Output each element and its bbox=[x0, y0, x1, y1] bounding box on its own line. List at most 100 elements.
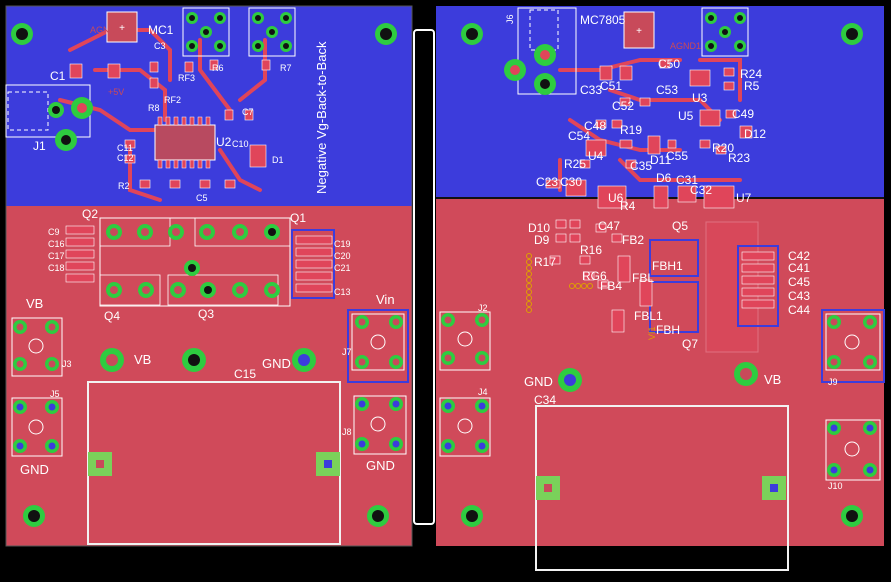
label-c16: C16 bbox=[48, 239, 65, 249]
label-q2: Q2 bbox=[82, 207, 99, 221]
label-fbh1: FBH1 bbox=[652, 259, 683, 273]
label-u2: U2 bbox=[216, 135, 232, 149]
label-c9: C9 bbox=[48, 227, 60, 237]
left-board-outline bbox=[5, 5, 413, 547]
label-plus5v: +5V bbox=[108, 87, 125, 97]
label-q7: Q7 bbox=[682, 337, 699, 351]
label-fb2: FB2 bbox=[622, 233, 645, 247]
mount-hole-left-tr bbox=[375, 23, 397, 45]
label-c47: C47 bbox=[598, 219, 621, 233]
label-c3: C3 bbox=[154, 41, 166, 51]
label-c11: C11 bbox=[117, 143, 133, 153]
label-fbh: FBH bbox=[656, 323, 680, 337]
label-c45: C45 bbox=[788, 275, 811, 289]
mc7805-pad[interactable] bbox=[623, 11, 655, 49]
left-smd-parts bbox=[69, 59, 271, 189]
connector-j4[interactable] bbox=[439, 397, 491, 457]
label-j4: J4 bbox=[478, 387, 488, 397]
label-j8: J8 bbox=[342, 427, 352, 437]
label-j7: J7 bbox=[342, 347, 352, 357]
svg-text:+: + bbox=[636, 26, 642, 37]
left-board[interactable]: + bbox=[5, 5, 413, 547]
right-board[interactable]: + bbox=[436, 6, 885, 571]
label-d12: D12 bbox=[744, 127, 767, 141]
inductor-outline[interactable] bbox=[705, 221, 759, 353]
connector-j7[interactable] bbox=[347, 309, 409, 383]
connector-j10[interactable] bbox=[825, 419, 881, 481]
label-r17: R17 bbox=[534, 255, 557, 269]
cap-array-right[interactable] bbox=[295, 235, 333, 293]
label-agnd1: AGND1 bbox=[670, 41, 702, 51]
ferrite-beads[interactable] bbox=[611, 255, 653, 333]
label-c33: C33 bbox=[580, 83, 603, 97]
connector-j3[interactable] bbox=[11, 317, 63, 377]
label-c19: C19 bbox=[334, 239, 351, 249]
connector-top-1[interactable] bbox=[182, 7, 230, 57]
netlabel-vin: Vin bbox=[376, 292, 395, 307]
connector-top-right[interactable] bbox=[701, 7, 749, 57]
testpoint-vb-left[interactable] bbox=[100, 348, 124, 372]
label-j2: J2 bbox=[478, 303, 488, 313]
label-c15: C15 bbox=[234, 367, 257, 381]
label-c54: C54 bbox=[568, 129, 591, 143]
label-u7: U7 bbox=[736, 191, 752, 205]
jack-j1[interactable] bbox=[5, 84, 93, 151]
mc1-pad[interactable] bbox=[106, 11, 138, 43]
jack-j6[interactable] bbox=[504, 7, 577, 95]
svg-text:+: + bbox=[119, 23, 125, 34]
label-u5: U5 bbox=[678, 109, 694, 123]
label-r7: R7 bbox=[280, 63, 292, 73]
label-fbl: FBL bbox=[632, 271, 655, 285]
label-c13: C13 bbox=[334, 287, 351, 297]
label-d9: D9 bbox=[534, 233, 550, 247]
mount-hole-right-tr bbox=[841, 23, 863, 45]
label-c7: C7 bbox=[242, 107, 254, 117]
label-c23: C23 bbox=[536, 175, 559, 189]
label-c30: C30 bbox=[560, 175, 583, 189]
label-mc7805: MC7805 bbox=[580, 13, 626, 27]
label-d6: D6 bbox=[656, 171, 672, 185]
label-j10: J10 bbox=[828, 481, 843, 491]
cap-array-left[interactable] bbox=[65, 225, 95, 283]
connector-j2[interactable] bbox=[439, 311, 491, 371]
connector-top-2[interactable] bbox=[248, 7, 296, 57]
label-fbl1: FBL1 bbox=[634, 309, 663, 323]
testpoint-gnd-center[interactable] bbox=[182, 348, 206, 372]
mount-hole-left-tl bbox=[11, 23, 33, 45]
label-c10: C10 bbox=[232, 139, 249, 149]
right-cap-array[interactable] bbox=[741, 251, 775, 309]
label-r20: R20 bbox=[712, 141, 735, 155]
connector-j9[interactable] bbox=[821, 309, 885, 383]
label-j1: J1 bbox=[33, 139, 46, 153]
ic-u2-body[interactable] bbox=[154, 124, 216, 161]
label-c21: C21 bbox=[334, 263, 351, 273]
label-c12: C12 bbox=[117, 153, 134, 163]
netlabel-vb-mid: VB bbox=[134, 352, 152, 367]
label-c35: C35 bbox=[630, 159, 653, 173]
connector-j8[interactable] bbox=[353, 395, 407, 455]
label-vi1: VI1 bbox=[647, 326, 657, 340]
label-c44: C44 bbox=[788, 303, 811, 317]
label-c50: C50 bbox=[658, 57, 681, 71]
label-j6: J6 bbox=[505, 14, 515, 24]
testpoint-vb-right-board[interactable] bbox=[734, 362, 758, 386]
right-cap-array-outline bbox=[737, 245, 779, 327]
netlabel-gnd-right-left: GND bbox=[366, 458, 395, 473]
label-c55: C55 bbox=[666, 149, 689, 163]
netlabel-gnd-right-board: GND bbox=[524, 374, 553, 389]
label-j3: J3 bbox=[62, 359, 72, 369]
label-d11: D11 bbox=[650, 153, 672, 167]
label-u3: U3 bbox=[692, 91, 708, 105]
label-r8: R8 bbox=[148, 103, 160, 113]
testpoint-gnd-right[interactable] bbox=[292, 348, 316, 372]
netlabel-vb-right-board: VB bbox=[764, 372, 782, 387]
label-c32: C32 bbox=[690, 183, 713, 197]
label-mc1: MC1 bbox=[148, 23, 174, 37]
label-u4: U4 bbox=[588, 149, 604, 163]
testpoint-gnd-right-board[interactable] bbox=[558, 368, 582, 392]
label-r24: R24 bbox=[740, 67, 763, 81]
fet-q5-q7[interactable] bbox=[649, 239, 699, 333]
label-r2: R2 bbox=[118, 181, 130, 191]
connector-j5[interactable] bbox=[11, 397, 63, 457]
